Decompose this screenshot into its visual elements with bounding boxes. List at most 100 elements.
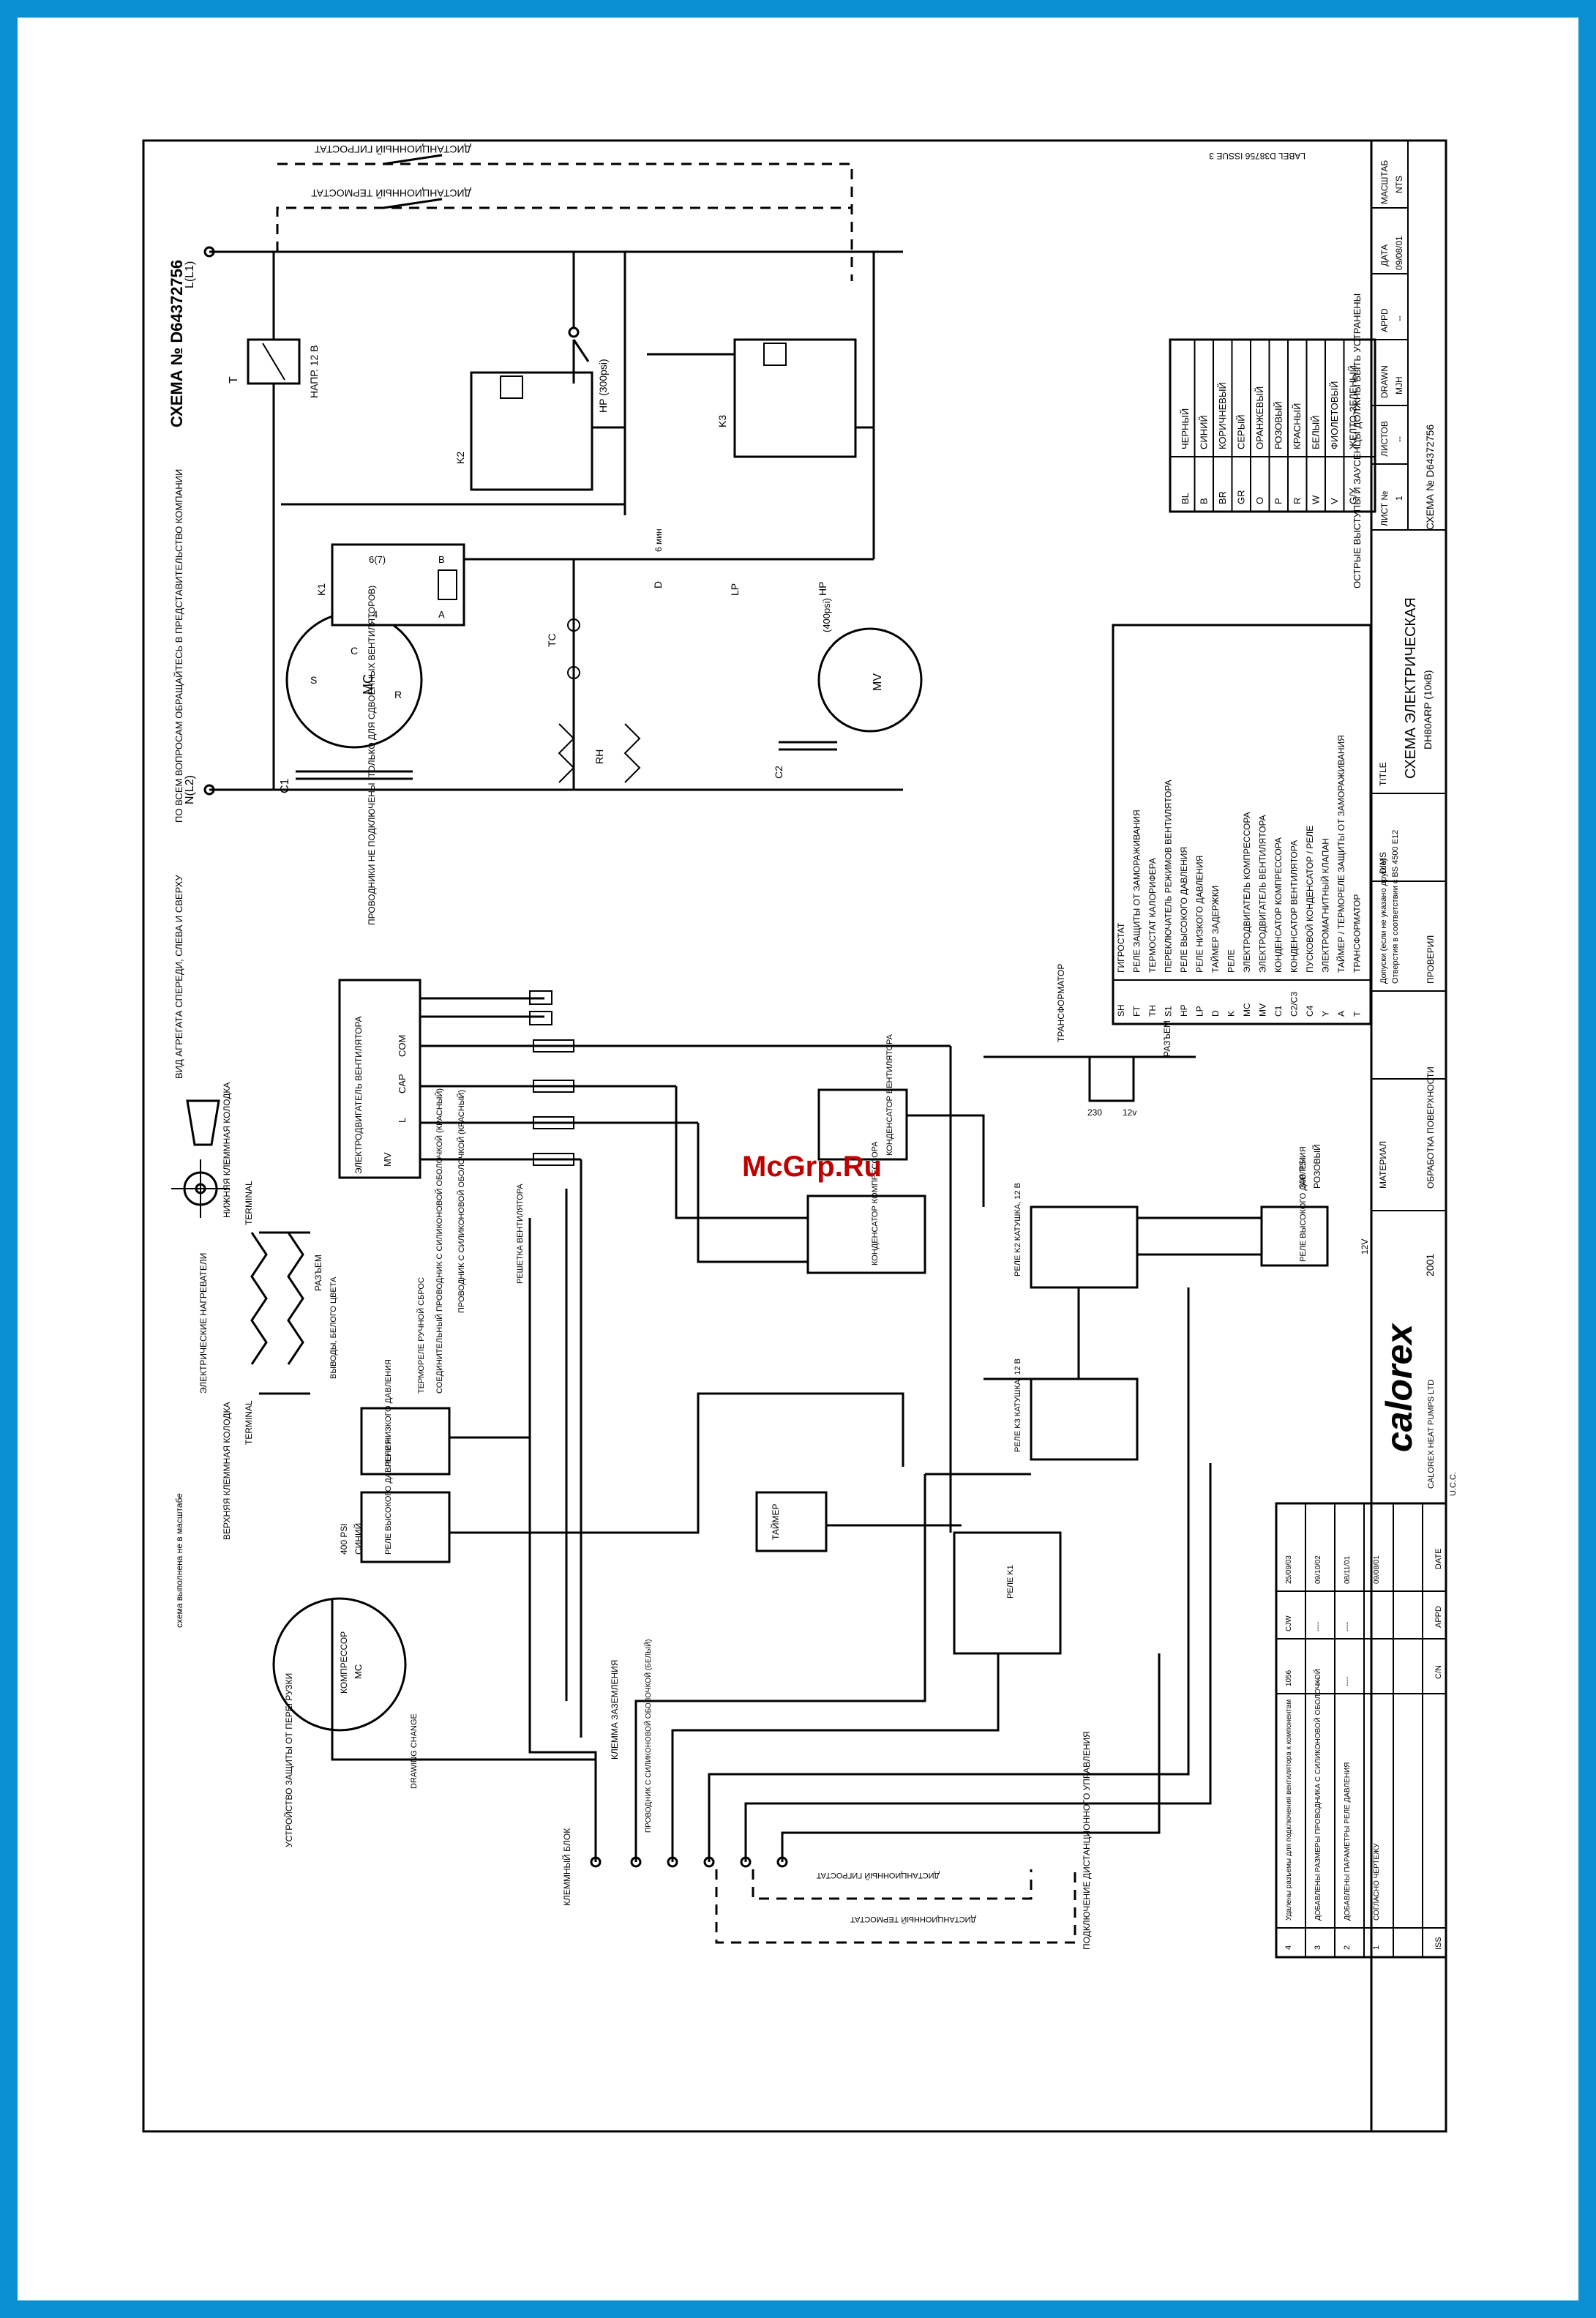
color-code: BL [1180, 493, 1191, 504]
legend-name: РЕЛЕ НИЗКОГО ДАВЛЕНИЯ [1195, 856, 1205, 973]
legend-name: ТАЙМЕР ЗАДЕРЖКИ [1210, 886, 1221, 973]
svg-text:TERMINAL: TERMINAL [244, 1400, 254, 1445]
l1-label: L(L1) [184, 261, 196, 288]
svg-text:ЭЛЕКТРОДВИГАТЕЛЬ ВЕНТИЛЯТОРА: ЭЛЕКТРОДВИГАТЕЛЬ ВЕНТИЛЯТОРА [353, 1016, 364, 1174]
svg-text:КОНДЕНСАТОР КОМПРЕССОРА: КОНДЕНСАТОР КОМПРЕССОРА [871, 1141, 880, 1265]
color-name: ЧЕРНЫЙ [1180, 408, 1191, 449]
svg-text:CALOREX HEAT PUMPS LTD: CALOREX HEAT PUMPS LTD [1427, 1380, 1436, 1489]
remote-hygrostat-label: ДИСТАНЦИОННЫЙ ГИГРОСТАТ [314, 143, 471, 156]
color-code: B [1199, 498, 1210, 504]
svg-text:RH: RH [593, 749, 605, 764]
svg-text:DRAWING CHANGE: DRAWING CHANGE [410, 1713, 419, 1789]
svg-text:TITLE: TITLE [1378, 762, 1388, 786]
color-name: СЕРЫЙ [1236, 414, 1247, 449]
svg-text:MV: MV [872, 673, 884, 691]
drawing-sheet: L(L1) N(L2) ДИСТАНЦИОННЫЙ ТЕРМОСТАТ ДИСТ… [18, 18, 1578, 2300]
svg-text:R: R [394, 689, 402, 700]
watermark: McGrp.Ru [742, 1151, 883, 1183]
legend-name: ТАЙМЕР / ТЕРМОРЕЛЕ ЗАЩИТЫ ОТ ЗАМОРАЖИВАН… [1335, 735, 1346, 973]
svg-text:РЕЛЕ K1: РЕЛЕ K1 [1006, 1565, 1015, 1599]
legend-code: C4 [1305, 1005, 1315, 1017]
svg-text:РОЗОВЫЙ: РОЗОВЫЙ [1311, 1144, 1322, 1189]
k1-relay-box [953, 1531, 1062, 1655]
legend-name: РЕЛЕ ВЫСОКОГО ДАВЛЕНИЯ [1179, 847, 1189, 973]
lp-relay-box [360, 1407, 451, 1476]
svg-text:12v: 12v [1123, 1107, 1136, 1118]
legend-code: T [1352, 1011, 1363, 1017]
svg-text:РЕШЕТКА ВЕНТИЛЯТОРА: РЕШЕТКА ВЕНТИЛЯТОРА [516, 1184, 525, 1284]
revision-appd: ---- [1344, 1622, 1352, 1631]
svg-text:ДАТА: ДАТА [1379, 244, 1390, 266]
revision-appd: CJW [1285, 1615, 1293, 1631]
legend-name: КОНДЕНСАТОР ВЕНТИЛЯТОРА [1289, 840, 1300, 973]
svg-text:MV: MV [382, 1152, 393, 1167]
revision-text: ДОБАВЛЕНЫ ПАРАМЕТРЫ РЕЛЕ ДАВЛЕНИЯ [1344, 1762, 1352, 1921]
svg-text:КЛЕММА ЗАЗЕМЛЕНИЯ: КЛЕММА ЗАЗЕМЛЕНИЯ [610, 1660, 620, 1760]
sharp-edges-note: ОСТРЫЕ ВЫСТУПЫ И ЗАУСЕНЦЫ ДОЛЖНЫ БЫТЬ УС… [1352, 294, 1363, 588]
svg-text:1: 1 [1394, 496, 1404, 501]
color-code: V [1329, 498, 1340, 504]
svg-text:C/N: C/N [1434, 1665, 1443, 1679]
svg-text:ISS: ISS [1434, 1937, 1443, 1950]
revision-date: 08/11/01 [1344, 1555, 1352, 1584]
svg-text:Отверстия в соответствии с BS: Отверстия в соответствии с BS 4500 E12 [1391, 830, 1400, 984]
legend-name: ГИГРОСТАТ [1116, 922, 1126, 973]
svg-text:TC: TC [546, 633, 558, 647]
view-note: ВИД АГРЕГАТА СПЕРЕДИ, СЛЕВА И СВЕРХУ [173, 875, 184, 1079]
legend-code: TH [1147, 1005, 1158, 1017]
revision-iss: 4 [1284, 1945, 1293, 1950]
svg-text:U.C.C.: U.C.C. [1449, 1472, 1458, 1496]
hp2-relay-box [1260, 1205, 1329, 1267]
svg-text:TERMINAL: TERMINAL [244, 1181, 254, 1225]
legend-name: ЭЛЕКТРОДВИГАТЕЛЬ ВЕНТИЛЯТОРА [1258, 815, 1268, 973]
revision-text: ДОБАВЛЕНЫ РАЗМЕРЫ ПРОВОДНИКА С СИЛИКОНОВ… [1313, 1669, 1322, 1921]
svg-text:РЕЛЕ K3 КАТУШКА, 12 В: РЕЛЕ K3 КАТУШКА, 12 В [1014, 1358, 1022, 1452]
color-name: ЖЕЛТО-ЗЕЛЕНЫЙ [1348, 365, 1359, 449]
fan-motor-symbol [817, 627, 923, 733]
svg-text:РЕЛЕ K2 КАТУШКА, 12 В: РЕЛЕ K2 КАТУШКА, 12 В [1014, 1183, 1022, 1276]
svg-text:КОМПРЕССОР: КОМПРЕССОР [339, 1631, 349, 1694]
color-name: КРАСНЫЙ [1292, 403, 1303, 449]
svg-text:C2: C2 [773, 766, 784, 779]
legend-code: SH [1116, 1004, 1126, 1017]
legend-name: ТРАНСФОРМАТОР [1352, 894, 1363, 973]
legend-code: HP [1179, 1004, 1189, 1017]
transformer-box [1088, 1055, 1135, 1102]
svg-text:LP: LP [729, 583, 741, 596]
svg-text:ВЕРХНЯЯ КЛЕММНАЯ КОЛОДКА: ВЕРХНЯЯ КЛЕММНАЯ КОЛОДКА [222, 1402, 232, 1540]
svg-text:CAP: CAP [397, 1074, 408, 1093]
svg-text:B: B [438, 554, 445, 565]
color-code: GR [1236, 490, 1247, 505]
color-code: P [1273, 498, 1284, 504]
svg-text:ПОДКЛЮЧЕНИЕ ДИСТАНЦИОННОГО УПР: ПОДКЛЮЧЕНИЕ ДИСТАНЦИОННОГО УПРАВЛЕНИЯ [1082, 1731, 1092, 1950]
terminal-block [590, 1856, 788, 1868]
svg-text:МАТЕРИАЛ: МАТЕРИАЛ [1378, 1141, 1388, 1189]
color-name: СИНИЙ [1199, 415, 1210, 449]
color-name: ОРАНЖЕВЫЙ [1254, 386, 1265, 449]
legend-code: C1 [1273, 1005, 1284, 1017]
svg-text:ЭЛЕКТРИЧЕСКИЕ НАГРЕВАТЕЛИ: ЭЛЕКТРИЧЕСКИЕ НАГРЕВАТЕЛИ [198, 1253, 209, 1394]
revision-iss: 3 [1314, 1945, 1322, 1950]
remote-thermostat-label: ДИСТАНЦИОННЫЙ ТЕРМОСТАТ [311, 187, 471, 200]
k1-relay-symbol [331, 543, 465, 627]
svg-text:ДИСТАНЦИОННЫЙ ТЕРМОСТАТ: ДИСТАНЦИОННЫЙ ТЕРМОСТАТ [850, 1915, 976, 1924]
svg-text:12V: 12V [1360, 1239, 1370, 1255]
legend-name: ЭЛЕКТРОМАГНИТНЫЙ КЛАПАН [1320, 838, 1331, 973]
legend-code: MC [1242, 1003, 1252, 1017]
revision-date: 25/09/03 [1285, 1555, 1293, 1584]
label-issue: LABEL D38756 ISSUE 3 [1209, 151, 1305, 161]
contact-note: ПО ВСЕМ ВОПРОСАМ ОБРАЩАЙТЕСЬ В ПРЕДСТАВИ… [173, 469, 184, 823]
svg-text:НАПР. 12 В: НАПР. 12 В [308, 345, 320, 398]
svg-text:T: T [228, 376, 240, 384]
svg-text:400 PSI: 400 PSI [339, 1523, 349, 1555]
legend-name: РЕЛЕ ЗАЩИТЫ ОТ ЗАМОРАЖИВАНИЯ [1132, 810, 1142, 973]
svg-text:(400psi): (400psi) [821, 598, 832, 632]
legend-code: D [1210, 1010, 1221, 1017]
svg-text:6 мин: 6 мин [653, 528, 664, 552]
color-code: R [1292, 498, 1303, 504]
revision-cn: 1056 [1285, 1670, 1293, 1686]
svg-text:HP: HP [817, 582, 828, 596]
revision-cn: ---- [1344, 1677, 1352, 1686]
revision-text: СОГЛАСНО ЧЕРТЕЖУ [1373, 1843, 1381, 1921]
svg-text:K3: K3 [716, 415, 728, 427]
